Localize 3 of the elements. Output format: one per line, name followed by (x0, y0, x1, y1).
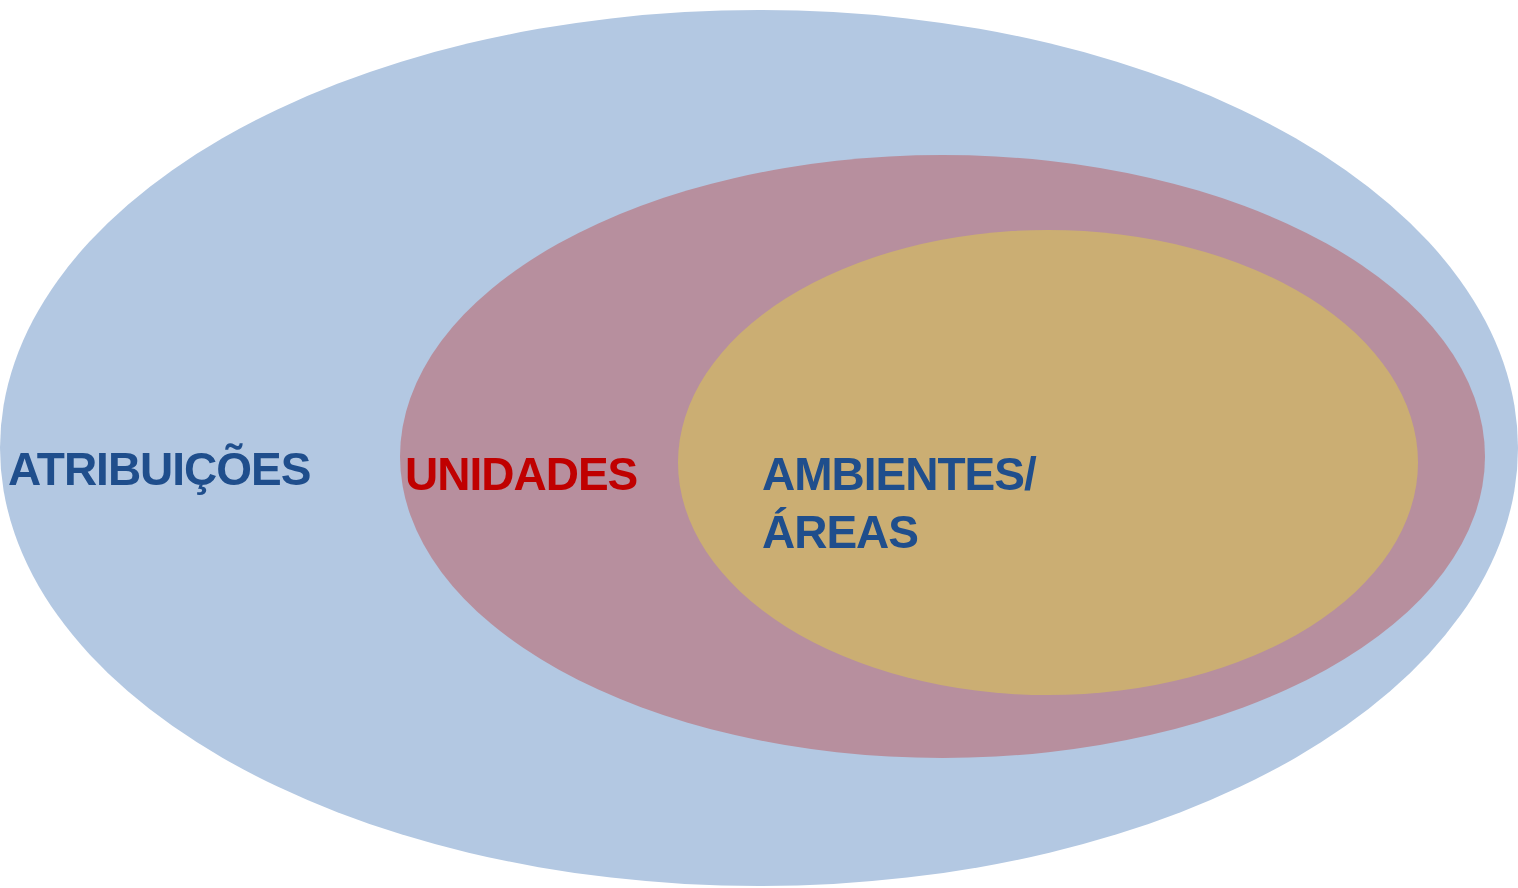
region-label: AMBIENTES/ ÁREAS (762, 447, 1038, 560)
region-label: UNIDADES (405, 447, 639, 502)
region-label: ATRIBUIÇÕES (8, 442, 312, 497)
